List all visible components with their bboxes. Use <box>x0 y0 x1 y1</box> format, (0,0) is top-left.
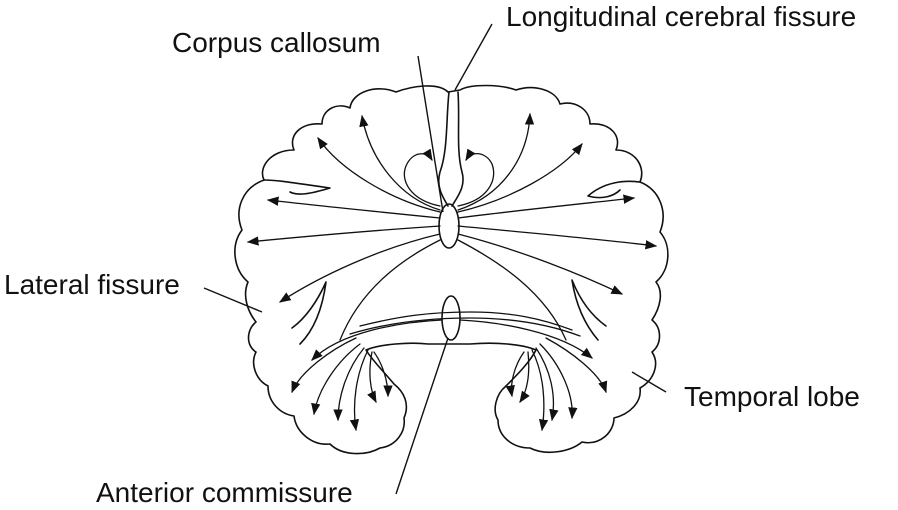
left-upper-sulcus <box>263 179 331 195</box>
right-lateral-fissure-notch <box>571 279 607 341</box>
right-upper-sulcus <box>587 180 641 199</box>
corpus-callosum-leader <box>417 55 444 213</box>
longitudinal-fissure-line <box>437 91 464 207</box>
longitudinal-fissure-label: Longitudinal cerebral fissure <box>506 1 856 32</box>
anterior-commissure-leader <box>395 337 449 495</box>
corpus-callosum-ellipse <box>438 203 460 249</box>
anterior-commissure-label: Anterior commissure <box>96 477 353 508</box>
corpus-callosum-label: Corpus callosum <box>172 27 381 58</box>
temporal-lobe-label: Temporal lobe <box>684 381 860 412</box>
lateral-fissure-leader <box>203 287 263 313</box>
left-lateral-fissure-notch <box>291 281 327 345</box>
anterior-commissure-fibers <box>291 311 608 432</box>
temporal-lobe-leader <box>631 371 667 393</box>
lateral-fissure-label: Lateral fissure <box>4 269 180 300</box>
longitudinal-fissure-leader <box>454 23 493 91</box>
brain-outline <box>234 84 669 455</box>
callosal-fibers <box>246 112 658 341</box>
